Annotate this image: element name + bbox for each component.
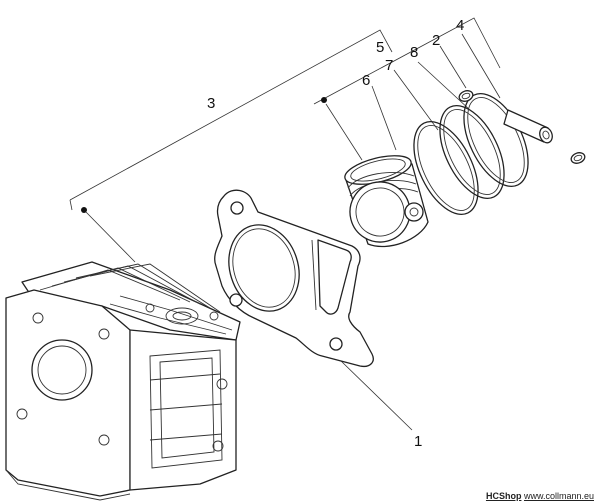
label-piston-pin: 4 — [456, 17, 464, 34]
watermark-brand: HCShop — [485, 491, 522, 501]
piston-ring-set — [413, 92, 529, 216]
piston-pin — [503, 109, 553, 144]
label-ring-second: 8 — [410, 44, 418, 61]
label-gasket: 1 — [414, 433, 422, 450]
pin-clip — [458, 90, 586, 164]
cylinder-block — [5, 261, 241, 501]
label-cylinder-kit: 3 — [207, 95, 215, 112]
bracket-piston-kit — [313, 17, 501, 161]
watermark-url: www.collmann.eu — [523, 491, 594, 501]
label-pin-clip: 2 — [432, 32, 440, 49]
label-ring-top: 7 — [385, 57, 393, 74]
piston — [344, 155, 429, 248]
cylinder-gasket — [214, 189, 374, 368]
watermark: HCShop www.collmann.eu — [486, 491, 594, 501]
leaders — [339, 33, 501, 431]
label-piston-kit: 5 — [376, 39, 384, 56]
label-piston: 6 — [362, 72, 370, 89]
bracket-cylinder-kit — [69, 29, 393, 263]
